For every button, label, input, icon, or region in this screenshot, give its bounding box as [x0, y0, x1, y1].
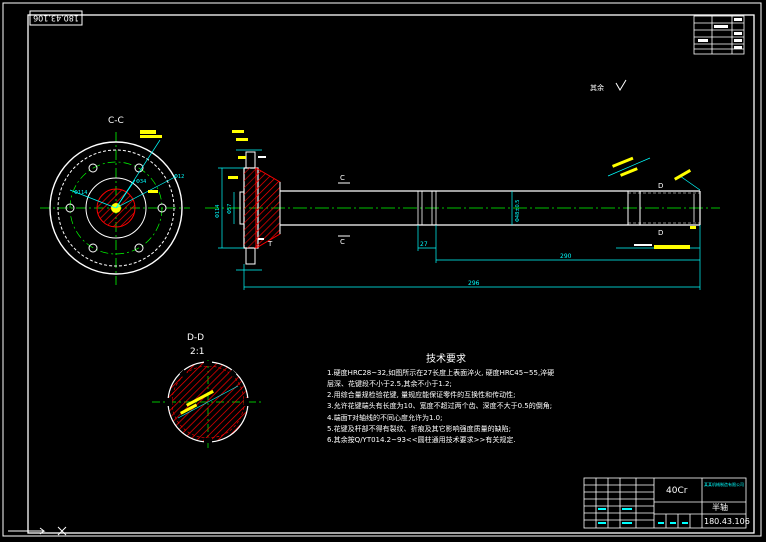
- dim-114: Φ114: [215, 205, 221, 218]
- surface-note: 其余: [590, 83, 604, 92]
- tech-requirements-title: 技术要求: [426, 352, 466, 365]
- dd-view-label: D-D: [187, 333, 204, 343]
- dim-296: 296: [468, 280, 480, 287]
- cc-section-view: Φ114 Φ34 Φ12: [40, 130, 190, 285]
- title-material: 40Cr: [666, 486, 688, 496]
- title-block-marks: [598, 508, 688, 524]
- dd-view-scale: 2:1: [190, 347, 204, 357]
- svg-text:4.端面T对轴线的不同心度允许为1.0;: 4.端面T对轴线的不同心度允许为1.0;: [327, 413, 442, 422]
- inner-frame: [27, 14, 755, 534]
- surface-symbol-icon: [615, 79, 627, 91]
- dim-48: Φ48±0.5: [515, 200, 521, 222]
- svg-text:2.用综合量规检验花键, 量规应能保证零件的互换性和传动性;: 2.用综合量规检验花键, 量规应能保证零件的互换性和传动性;: [327, 390, 516, 399]
- revision-table: [693, 15, 745, 55]
- svg-text:3.允许花键端头有长度为10、宽度不超过两个齿、深度不大于0: 3.允许花键端头有长度为10、宽度不超过两个齿、深度不大于0.5的倒角;: [327, 401, 552, 410]
- svg-text:Φ114: Φ114: [74, 190, 87, 196]
- svg-text:C: C: [340, 174, 345, 182]
- svg-text:D: D: [658, 182, 663, 190]
- shaft-notes-yellow: [228, 130, 696, 249]
- dim-290: 290: [560, 253, 572, 260]
- svg-text:层深、花键段不小于2.5,其余不小于1.2;: 层深、花键段不小于2.5,其余不小于1.2;: [327, 379, 452, 388]
- svg-text:5.花键及杆部不得有裂纹、折痕及其它影响强度质量的缺陷;: 5.花键及杆部不得有裂纹、折痕及其它影响强度质量的缺陷;: [327, 424, 511, 433]
- title-drawing-number: 180.43.106: [704, 517, 750, 526]
- title-block: [583, 477, 747, 529]
- svg-text:T: T: [267, 240, 273, 248]
- dim-57: Φ57: [227, 204, 233, 214]
- svg-text:D: D: [658, 229, 663, 237]
- shaft-main-view: C C T D D: [205, 151, 720, 265]
- title-company: 某某机械制造有限公司: [704, 481, 744, 487]
- stamp-box: [29, 10, 83, 26]
- shaft-notes-white: [258, 156, 652, 246]
- svg-text:1.硬度HRC28~32,如图所示在27长度上表面淬火, 硬: 1.硬度HRC28~32,如图所示在27长度上表面淬火, 硬度HRC45~55,…: [327, 368, 554, 377]
- title-part-name: 半轴: [712, 502, 728, 512]
- ucs-icon: [8, 526, 67, 536]
- dim-27: 27: [420, 241, 428, 248]
- revision-table-fill: [698, 18, 742, 49]
- svg-text:6.其余按Q/YT014.2~93<<圆柱通用技术要求>>有: 6.其余按Q/YT014.2~93<<圆柱通用技术要求>>有关规定.: [327, 435, 516, 444]
- svg-text:Φ34: Φ34: [136, 179, 146, 185]
- dd-section-view: [152, 360, 262, 448]
- outer-frame: [2, 2, 762, 537]
- svg-text:C: C: [340, 238, 345, 246]
- svg-text:Φ12: Φ12: [174, 174, 184, 180]
- stamp-number: 180.43.106: [33, 14, 79, 23]
- cc-view-label: C-C: [108, 116, 124, 126]
- tech-requirements-list: 1.硬度HRC28~32,如图所示在27长度上表面淬火, 硬度HRC45~55,…: [327, 368, 554, 444]
